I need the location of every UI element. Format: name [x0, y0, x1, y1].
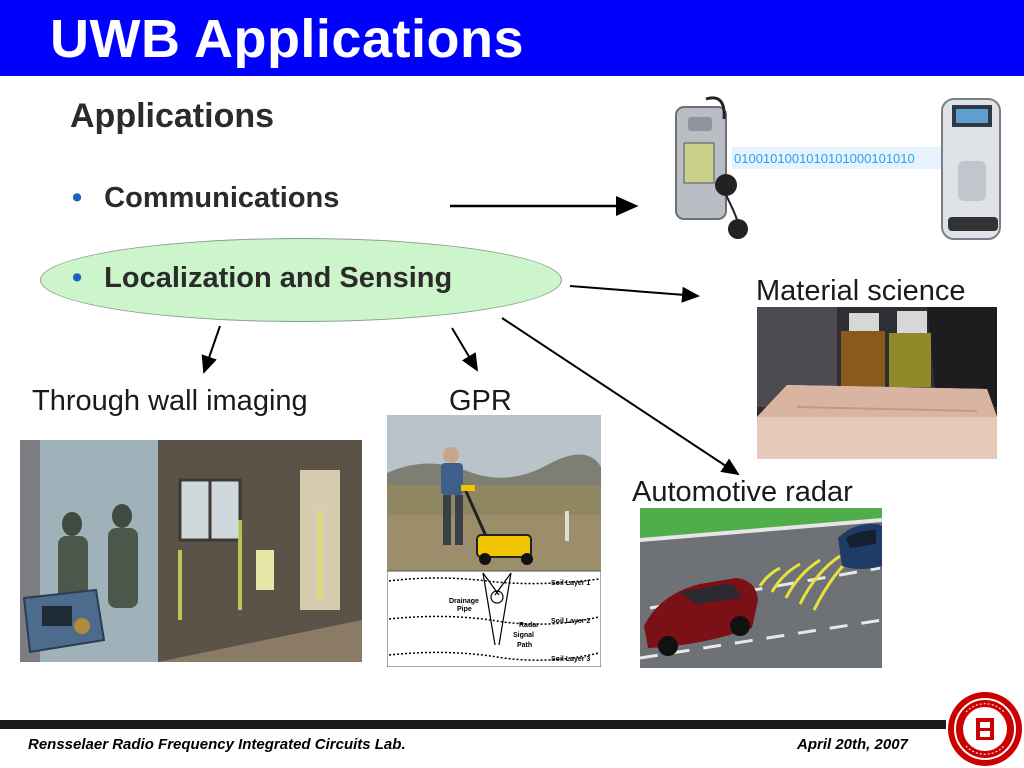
arrow-to-automotive [501, 317, 740, 476]
soil-layer-3-label: Soil Layer 3 [551, 656, 590, 663]
bullet-communications-text: Communications [104, 182, 340, 214]
localization-highlight-ellipse [40, 238, 562, 322]
label-material-science: Material science [756, 275, 966, 307]
binary-stream-text: 0100101001010101000101010 [734, 151, 915, 166]
soil-layer-1-label: Soil Layer 1 [551, 580, 590, 587]
footer-rule [0, 720, 946, 729]
radar-signal-label-1: Radar [519, 622, 539, 629]
slide-title: UWB Applications [50, 9, 524, 69]
material-science-image [757, 307, 997, 459]
title-bar [0, 0, 1024, 76]
communications-image: 0100101001010101000101010 [666, 95, 1006, 245]
gpr-image: Soil Layer 1 Soil Layer 2 Soil Layer 3 D… [387, 415, 601, 667]
bullet-marker: • [72, 262, 83, 294]
label-gpr: GPR [449, 385, 512, 417]
rensselaer-seal-logo [948, 692, 1022, 766]
radar-signal-label-3: Path [517, 642, 532, 649]
label-automotive-radar: Automotive radar [632, 476, 853, 508]
bullet-localization-text: Localization and Sensing [104, 262, 453, 294]
drainage-pipe-label-2: Pipe [457, 606, 472, 613]
through-wall-imaging-image [20, 440, 362, 662]
arrow-to-through-wall [201, 325, 221, 374]
arrow-to-gpr [451, 327, 479, 372]
arrow-to-material [569, 285, 700, 303]
footer-lab-name: Rensselaer Radio Frequency Integrated Ci… [28, 736, 406, 753]
soil-layer-2-label: Soil Layer 2 [551, 618, 590, 625]
automotive-radar-image [640, 508, 882, 668]
bullet-communications: • Communications [72, 182, 339, 215]
label-through-wall-imaging: Through wall imaging [32, 385, 308, 417]
radar-signal-label-2: Signal [513, 632, 534, 639]
applications-heading: Applications [70, 97, 275, 135]
drainage-pipe-label-1: Drainage [449, 598, 479, 605]
footer-date: April 20th, 2007 [797, 736, 908, 753]
bullet-localization: • Localization and Sensing [72, 262, 452, 295]
bullet-marker: • [72, 182, 83, 214]
